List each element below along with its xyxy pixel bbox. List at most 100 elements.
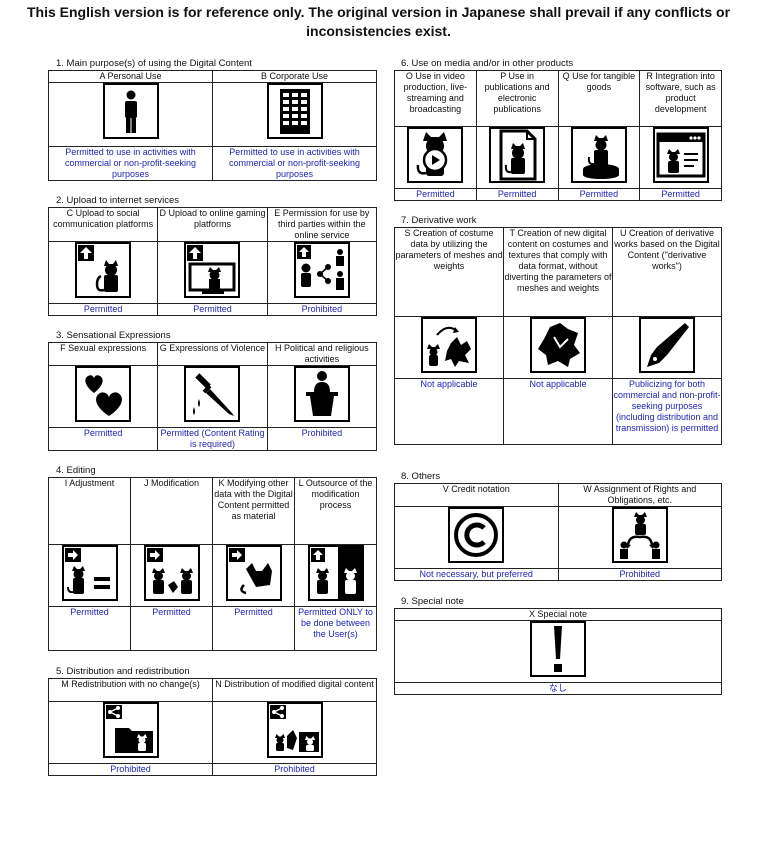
podium-speaker-icon	[293, 366, 350, 422]
section-6-title: 6. Use on media and/or in other products	[401, 58, 574, 69]
item-p-status: Permitted	[475, 188, 559, 201]
item-d-icon-cell	[157, 241, 268, 304]
material-icon	[225, 545, 282, 601]
item-j-icon-cell	[130, 544, 213, 607]
section-5-title: 5. Distribution and redistribution	[56, 666, 190, 677]
item-c-label: C Upload to social communication platfor…	[47, 207, 159, 242]
item-t-status: Not applicable	[503, 378, 613, 445]
item-b-status: Permitted to use in activities with comm…	[212, 146, 377, 181]
section-5-table: M Redistribution with no change(s) N Dis…	[48, 678, 377, 776]
section-9-title: 9. Special note	[401, 596, 464, 607]
section-1-title: 1. Main purpose(s) of using the Digital …	[56, 58, 252, 69]
assignment-icon	[611, 507, 668, 563]
item-f-icon-cell	[47, 365, 159, 428]
item-s-icon-cell	[394, 316, 504, 379]
item-t-icon-cell	[503, 316, 613, 379]
item-j-status: Permitted	[130, 606, 213, 651]
item-w-status: Prohibited	[557, 568, 722, 581]
adjustment-icon	[61, 545, 118, 601]
costume-params-icon	[421, 317, 477, 373]
item-u-icon-cell	[612, 316, 722, 379]
item-u-label: U Creation of derivative works based on …	[612, 227, 722, 317]
item-w-label: W Assignment of Rights and Obligations, …	[557, 483, 722, 507]
section-6-table: O Use in video production, live-streamin…	[394, 70, 722, 201]
item-j-label: J Modification	[130, 477, 213, 545]
distribute-modified-icon	[266, 702, 323, 758]
item-l-status: Permitted ONLY to be done between the Us…	[294, 606, 377, 651]
section-2-table: C Upload to social communication platfor…	[47, 207, 378, 316]
item-o-label: O Use in video production, live-streamin…	[394, 70, 477, 127]
third-party-share-icon	[293, 242, 350, 298]
item-k-status: Permitted	[212, 606, 295, 651]
header-line-2: inconsistencies exist.	[306, 23, 451, 39]
upload-social-icon	[75, 242, 132, 298]
building-icon	[266, 83, 323, 139]
item-x-status: なし	[394, 682, 722, 695]
item-g-status: Permitted (Content Rating is required)	[157, 427, 268, 451]
item-n-status: Prohibited	[212, 763, 377, 776]
pen-nib-icon	[639, 317, 695, 373]
page-header: This English version is for reference on…	[0, 3, 757, 41]
item-g-icon-cell	[157, 365, 268, 428]
item-a-label: A Personal Use	[48, 70, 213, 83]
item-r-label: R Integration into software, such as pro…	[639, 70, 722, 127]
item-i-label: I Adjustment	[48, 477, 131, 545]
item-e-icon-cell	[266, 241, 378, 304]
item-h-status: Prohibited	[266, 427, 378, 451]
item-d-label: D Upload to online gaming platforms	[157, 207, 268, 242]
section-4-title: 4. Editing	[56, 465, 96, 476]
section-9-table: X Special note なし	[394, 608, 722, 695]
outsource-icon	[307, 545, 364, 601]
copyright-icon	[448, 507, 505, 563]
section-8-table: V Credit notation W Assignment of Rights…	[394, 483, 722, 581]
item-x-label: X Special note	[394, 608, 722, 621]
costume-icon	[530, 317, 586, 373]
item-q-icon-cell	[557, 126, 641, 189]
section-3-table: F Sexual expressions G Expressions of Vi…	[47, 342, 378, 451]
redistribute-folder-icon	[102, 702, 159, 758]
item-m-status: Prohibited	[48, 763, 213, 776]
item-i-icon-cell	[48, 544, 131, 607]
section-8-title: 8. Others	[401, 471, 441, 482]
item-c-status: Permitted	[47, 303, 159, 316]
item-r-icon-cell	[639, 126, 722, 189]
item-h-icon-cell	[266, 365, 378, 428]
section-7-title: 7. Derivative work	[401, 215, 477, 226]
item-p-icon-cell	[475, 126, 559, 189]
item-i-status: Permitted	[48, 606, 131, 651]
item-b-icon-cell	[212, 82, 377, 147]
software-window-icon	[652, 127, 709, 183]
item-s-label: S Creation of costume data by utilizing …	[394, 227, 504, 317]
item-c-icon-cell	[47, 241, 159, 304]
item-n-icon-cell	[212, 701, 377, 764]
item-v-status: Not necessary, but preferred	[394, 568, 559, 581]
item-e-status: Prohibited	[266, 303, 378, 316]
section-1-table: A Personal Use B Corporate Use Permitted…	[48, 70, 377, 181]
item-b-label: B Corporate Use	[212, 70, 377, 83]
item-v-label: V Credit notation	[394, 483, 559, 507]
item-o-status: Permitted	[394, 188, 477, 201]
tangible-goods-icon	[570, 127, 627, 183]
item-v-icon-cell	[394, 506, 559, 569]
item-g-label: G Expressions of Violence	[157, 342, 268, 366]
item-l-icon-cell	[294, 544, 377, 607]
section-4-table: I Adjustment J Modification K Modifying …	[48, 477, 377, 651]
item-m-label: M Redistribution with no change(s)	[48, 678, 213, 702]
section-7-table: S Creation of costume data by utilizing …	[394, 227, 722, 445]
item-f-status: Permitted	[47, 427, 159, 451]
exclamation-icon	[530, 621, 586, 677]
item-q-label: Q Use for tangible goods	[557, 70, 641, 127]
item-e-label: E Permission for use by third parties wi…	[266, 207, 378, 242]
person-icon	[102, 83, 159, 139]
item-t-label: T Creation of new digital content on cos…	[503, 227, 613, 317]
item-n-label: N Distribution of modified digital conte…	[212, 678, 377, 702]
upload-gaming-icon	[184, 242, 241, 298]
item-s-status: Not applicable	[394, 378, 504, 445]
item-p-label: P Use in publications and electronic pub…	[475, 70, 559, 127]
item-a-status: Permitted to use in activities with comm…	[48, 146, 213, 181]
video-play-icon	[407, 127, 464, 183]
item-u-status: Publicizing for both commercial and non-…	[612, 378, 722, 445]
section-3-title: 3. Sensational Expressions	[56, 330, 171, 341]
section-2-title: 2. Upload to internet services	[56, 195, 180, 206]
hearts-icon	[75, 366, 132, 422]
